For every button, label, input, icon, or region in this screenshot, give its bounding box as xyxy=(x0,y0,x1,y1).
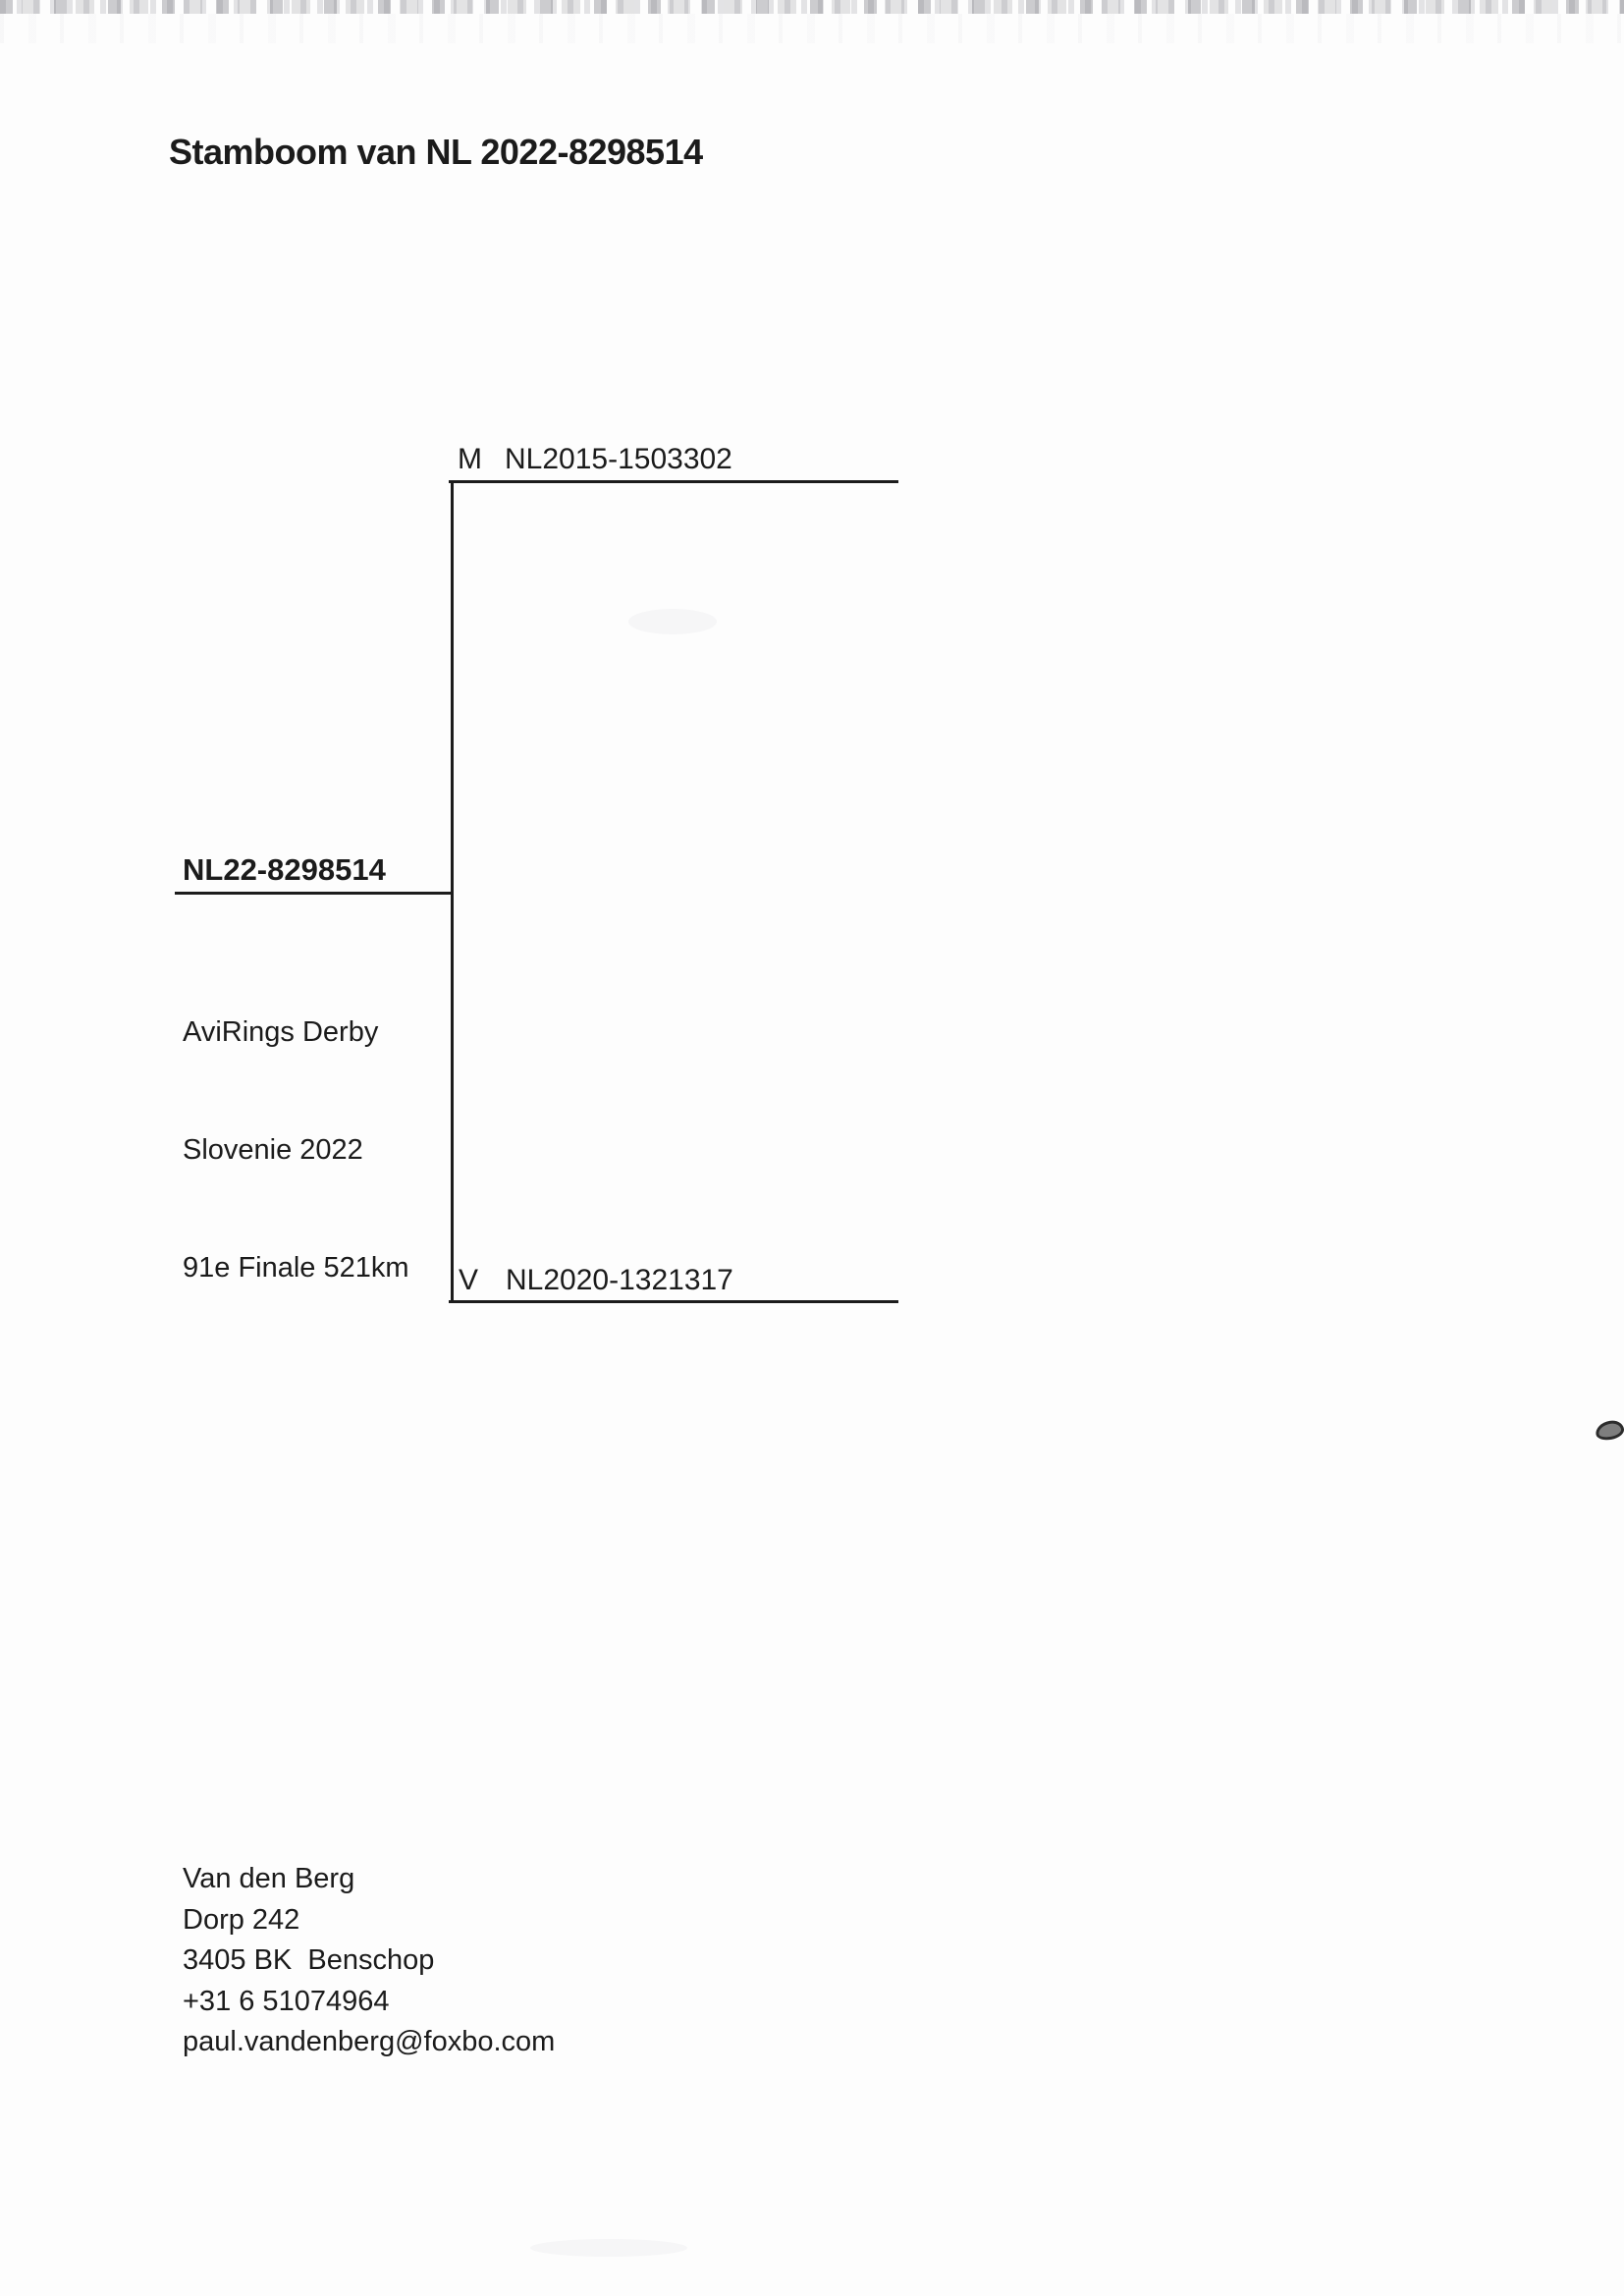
scan-noise-band xyxy=(0,0,1624,14)
tree-branch-line-bottom xyxy=(449,1300,898,1303)
breeder-phone: +31 6 51074964 xyxy=(183,1985,390,2017)
parent-bottom-label: V NL2020-1321317 xyxy=(459,1264,733,1297)
scan-smudge xyxy=(628,609,717,634)
performance-line: 91e Finale 521km xyxy=(183,1252,409,1284)
subject-performance-block: AviRings Derby Slovenie 2022 91e Finale … xyxy=(183,934,409,1366)
parent-top-sex-code: M xyxy=(458,443,482,475)
parent-bottom-sex-code: V xyxy=(459,1264,479,1296)
parent-bottom-ring-number: NL2020-1321317 xyxy=(506,1264,733,1296)
breeder-email: paul.vandenberg@foxbo.com xyxy=(183,2026,556,2057)
breeder-street: Dorp 242 xyxy=(183,1903,300,1936)
scan-noise-band-faint xyxy=(0,14,1624,43)
subject-underline xyxy=(175,892,454,895)
breeder-contact-block: Van den Berg Dorp 242 3405 BK Benschop +… xyxy=(183,1859,555,2063)
breeder-name: Van den Berg xyxy=(183,1863,355,1894)
breeder-city: 3405 BK Benschop xyxy=(183,1944,435,1976)
page-title: Stamboom van NL 2022-8298514 xyxy=(169,132,703,172)
performance-line: AviRings Derby xyxy=(183,1016,379,1048)
parent-top-label: M NL2015-1503302 xyxy=(458,443,732,476)
subject-ring-number: NL22-8298514 xyxy=(183,852,386,887)
parent-top-ring-number: NL2015-1503302 xyxy=(505,443,732,475)
performance-line: Slovenie 2022 xyxy=(183,1134,363,1166)
tree-branch-line-top xyxy=(449,480,898,483)
scan-artifact-blob xyxy=(1594,1418,1624,1443)
scan-smudge xyxy=(530,2239,687,2257)
